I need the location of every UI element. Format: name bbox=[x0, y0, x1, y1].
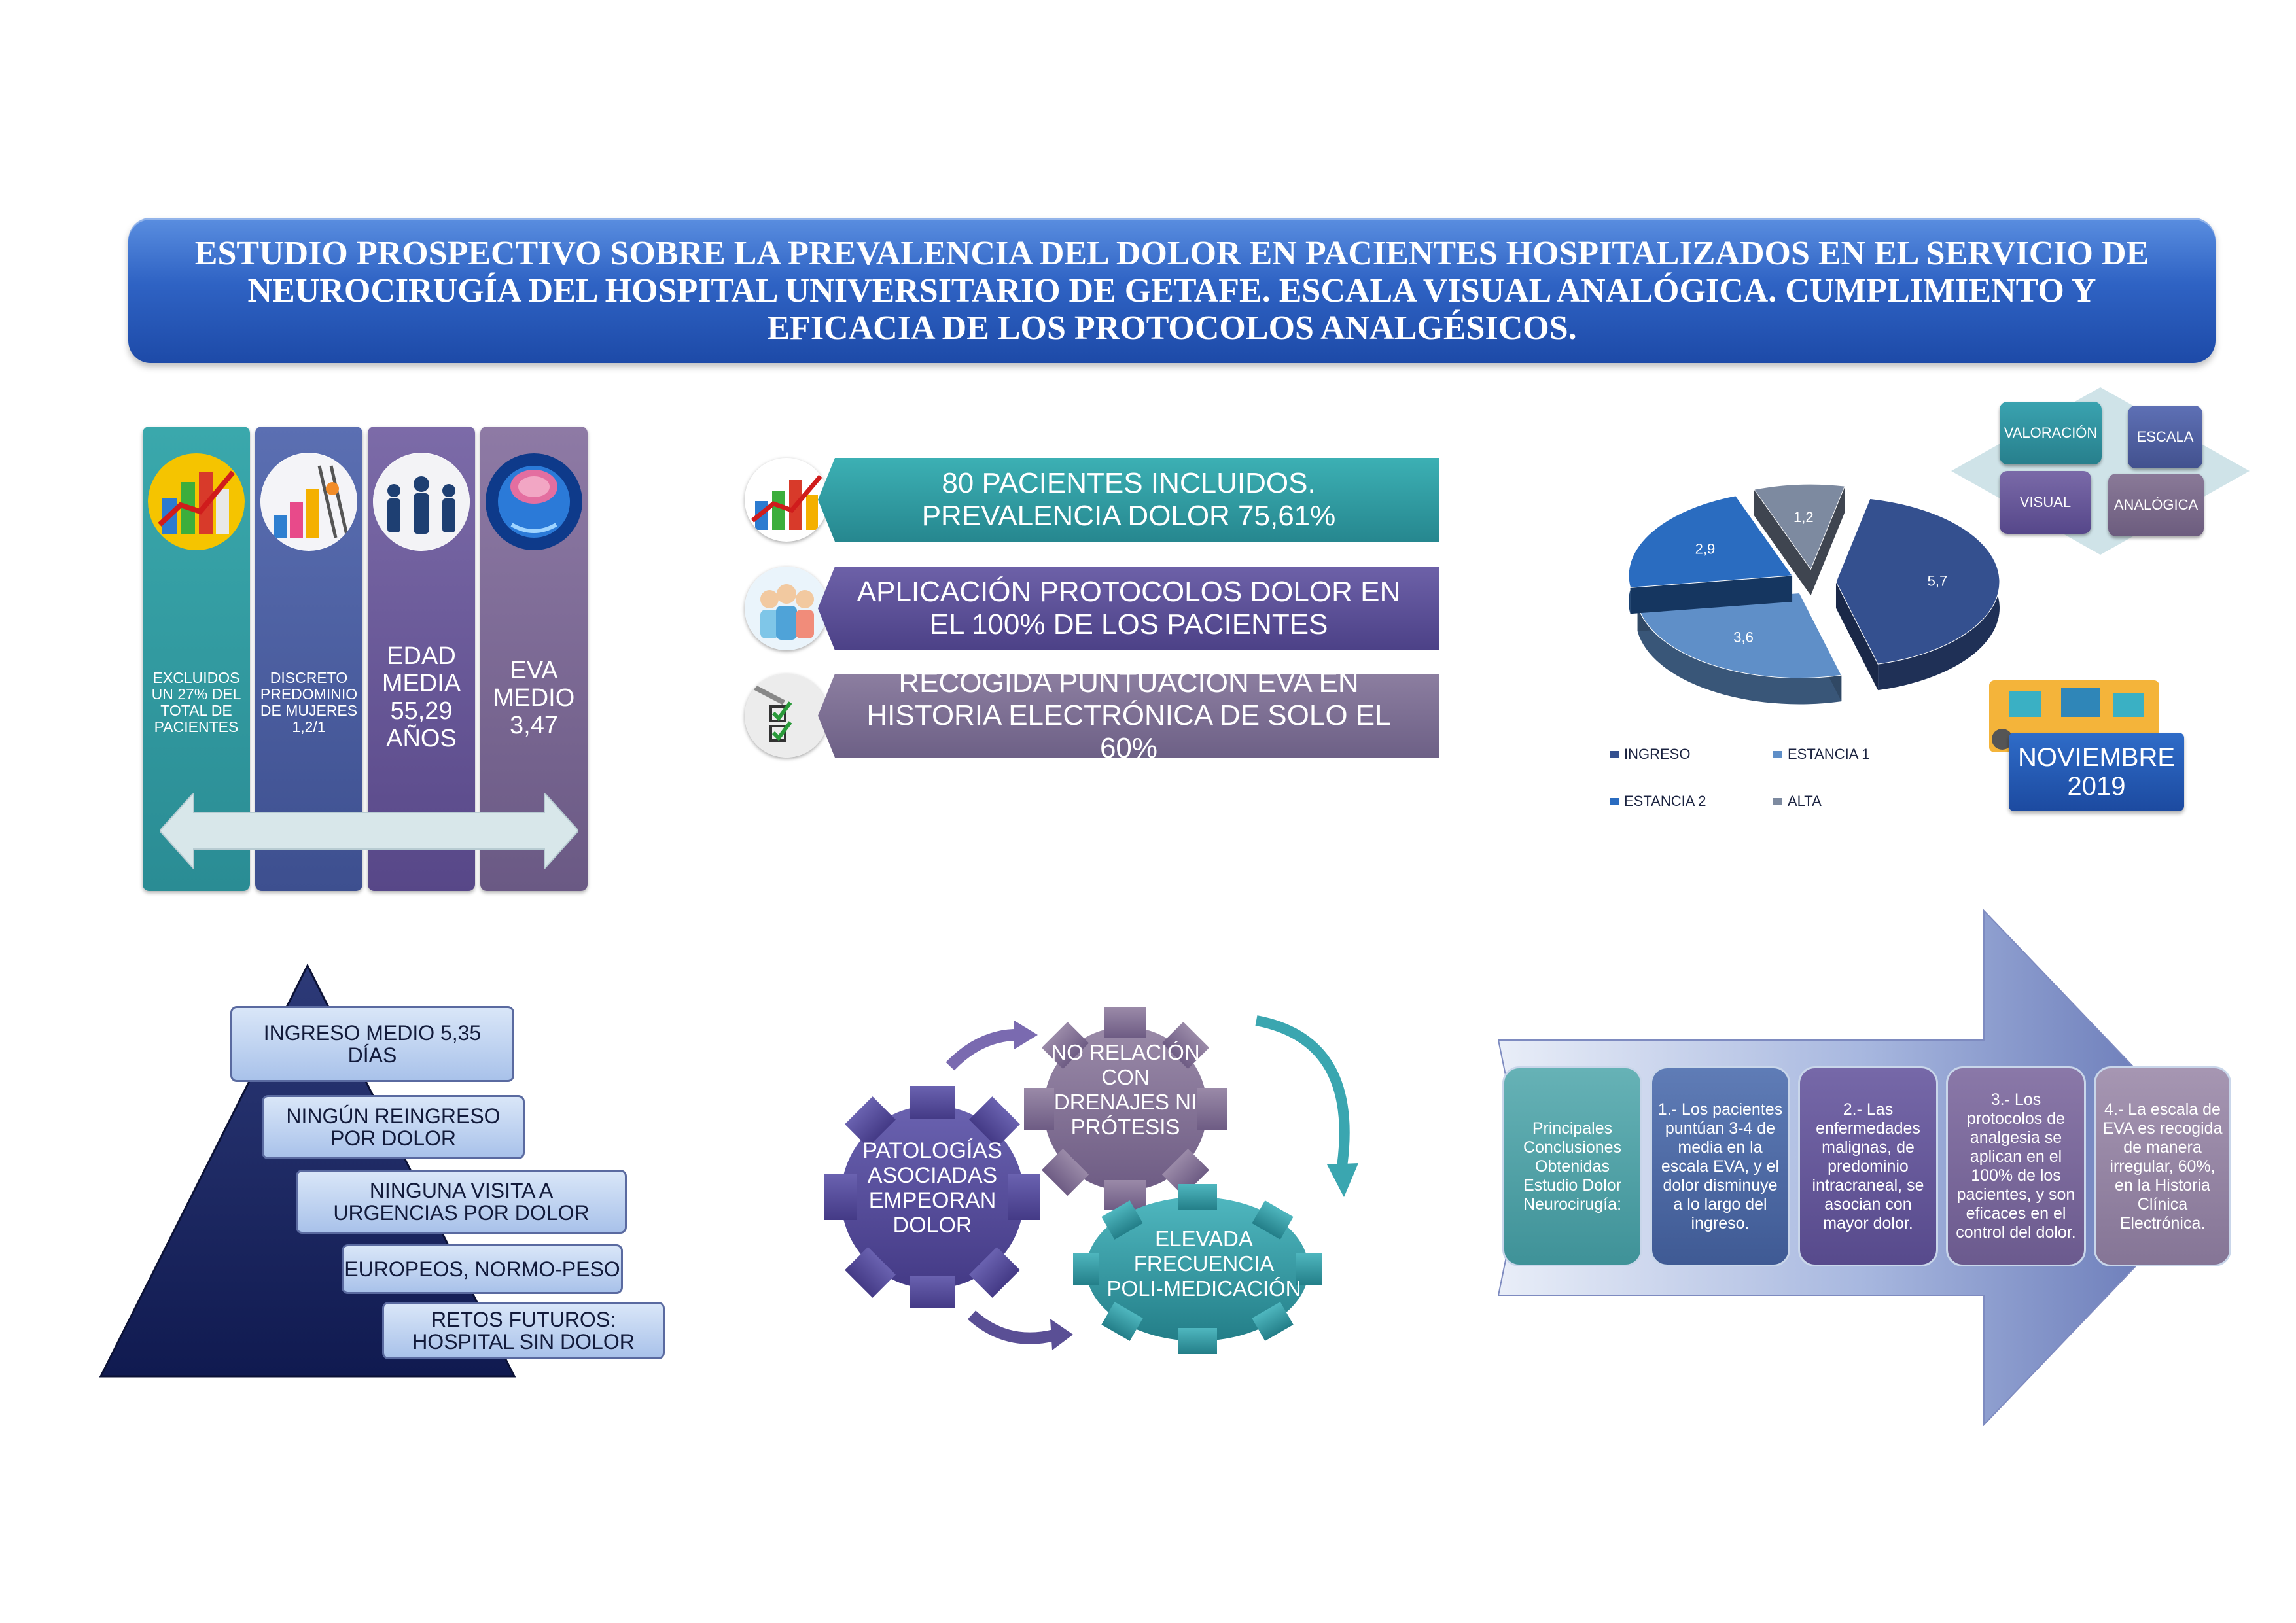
conclusion-1: 1.- Los pacientes puntúan 3-4 de media e… bbox=[1650, 1066, 1790, 1266]
legend-item-estancia1: ESTANCIA 1 bbox=[1773, 746, 1870, 763]
pie-chart: 5,7 3,6 2,9 1,2 bbox=[1628, 484, 2000, 705]
banner-eva-record: RECOGIDA PUNTUACIÓN EVA EN HISTORIA ELEC… bbox=[818, 674, 1439, 758]
gear-right-text: ELEVADA FRECUENCIA POLI-MEDICACIÓN bbox=[1106, 1227, 1301, 1300]
column-eva-text: EVA MEDIO 3,47 bbox=[493, 657, 575, 739]
chart-icon bbox=[745, 458, 828, 542]
gear-top-text: NO RELACIÓN CON DRENAJES NI PRÓTESIS bbox=[1051, 1040, 1200, 1139]
banner-eva-record-text: RECOGIDA PUNTUACIÓN EVA EN HISTORIA ELEC… bbox=[866, 667, 1391, 764]
scale-box-valoracion: VALORACIÓN bbox=[2000, 402, 2102, 464]
gear-left-icon bbox=[824, 1086, 1040, 1308]
bar-chart-icon bbox=[148, 453, 245, 551]
pyramid-level-5: RETOS FUTUROS: HOSPITAL SIN DOLOR bbox=[382, 1302, 665, 1359]
scale-box-escala: ESCALA bbox=[2128, 406, 2202, 468]
pie-legend: INGRESO ESTANCIA 1 ESTANCIA 2 ALTA bbox=[1610, 746, 1898, 810]
column-excluded: EXCLUIDOS UN 27% DEL TOTAL DE PACIENTES bbox=[143, 427, 250, 891]
legend-item-estancia2: ESTANCIA 2 bbox=[1610, 793, 1740, 810]
scale-box-analogica: ANALÓGICA bbox=[2108, 474, 2204, 536]
pyramid-level-3: NINGUNA VISITA A URGENCIAS POR DOLOR bbox=[296, 1170, 627, 1234]
doctors-icon bbox=[745, 567, 828, 650]
pyramid-level-2: NINGÚN REINGRESO POR DOLOR bbox=[262, 1095, 525, 1159]
pie-slice-estancia-2 bbox=[1628, 495, 1793, 614]
ladder-chart-icon bbox=[260, 453, 357, 551]
people-icon bbox=[373, 453, 470, 551]
date-badge: NOVIEMBRE 2019 bbox=[2009, 733, 2184, 811]
gear-top-icon bbox=[1024, 1007, 1227, 1210]
banner-patients-text: 80 PACIENTES INCLUIDOS. PREVALENCIA DOLO… bbox=[921, 467, 1336, 532]
pie-label-2: 2,9 bbox=[1695, 541, 1716, 557]
banner-protocols: APLICACIÓN PROTOCOLOS DOLOR EN EL 100% D… bbox=[818, 567, 1439, 650]
page-title: ESTUDIO PROSPECTIVO SOBRE LA PREVALENCIA… bbox=[194, 234, 2149, 347]
cycle-arrow-icon bbox=[967, 1310, 1059, 1344]
banner-protocols-text: APLICACIÓN PROTOCOLOS DOLOR EN EL 100% D… bbox=[857, 576, 1401, 640]
cycle-arrow-icon bbox=[1255, 1015, 1350, 1172]
column-age-text: EDAD MEDIA 55,29 AÑOS bbox=[381, 642, 461, 752]
conclusion-4: 4.- La escala de EVA es recogida de mane… bbox=[2094, 1066, 2231, 1266]
gear-left-text: PATOLOGÍAS ASOCIADAS EMPEORAN DOLOR bbox=[862, 1138, 1002, 1238]
pie-label-0: 5,7 bbox=[1928, 572, 1948, 589]
checklist-icon bbox=[745, 674, 828, 758]
gear-right-icon bbox=[1073, 1184, 1322, 1354]
pie-slice-alta bbox=[1754, 484, 1846, 596]
cycle-arrow-icon bbox=[945, 1028, 1021, 1071]
pyramid-level-4: EUROPEOS, NORMO-PESO bbox=[342, 1244, 623, 1294]
banner-patients: 80 PACIENTES INCLUIDOS. PREVALENCIA DOLO… bbox=[818, 458, 1439, 542]
pie-slice-estancia-1 bbox=[1637, 592, 1843, 705]
conclusion-3: 3.- Los protocolos de analgesia se aplic… bbox=[1946, 1066, 2086, 1266]
brain-icon bbox=[486, 453, 582, 551]
gears-diagram bbox=[824, 1007, 1358, 1354]
legend-item-ingreso: INGRESO bbox=[1610, 746, 1740, 763]
column-women-text: DISCRETO PREDOMINIO DE MUJERES 1,2/1 bbox=[260, 669, 358, 735]
column-excluded-text: EXCLUIDOS UN 27% DEL TOTAL DE PACIENTES bbox=[151, 669, 241, 735]
conclusion-header: Principales Conclusiones Obtenidas Estud… bbox=[1502, 1066, 1642, 1266]
conclusion-2: 2.- Las enfermedades malignas, de predom… bbox=[1798, 1066, 1938, 1266]
pie-label-3: 1,2 bbox=[1793, 509, 1814, 525]
pyramid-level-1: INGRESO MEDIO 5,35 DÍAS bbox=[230, 1006, 514, 1082]
scale-box-visual: VISUAL bbox=[2000, 471, 2091, 534]
title-banner: ESTUDIO PROSPECTIVO SOBRE LA PREVALENCIA… bbox=[128, 218, 2216, 363]
pie-slice-ingreso bbox=[1835, 498, 2000, 691]
double-arrow-icon bbox=[160, 793, 578, 869]
pie-label-1: 3,6 bbox=[1733, 629, 1754, 646]
legend-item-alta: ALTA bbox=[1773, 793, 1822, 810]
